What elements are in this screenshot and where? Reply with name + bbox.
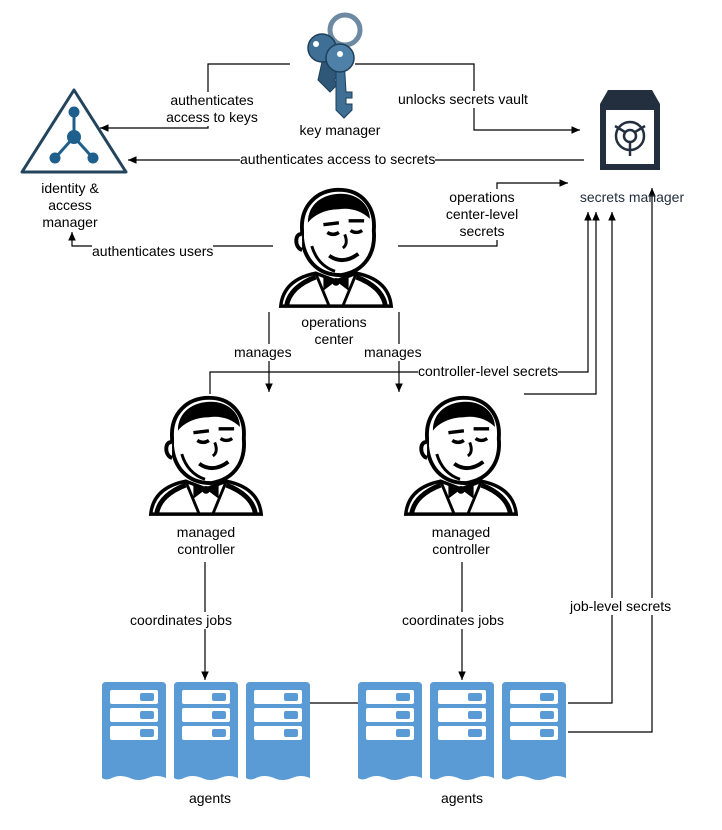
edge-job-secrets-1 xyxy=(568,212,616,704)
controller-left-icon xyxy=(151,398,261,514)
edge-controller-secrets-left xyxy=(209,212,592,394)
controller-right-icon xyxy=(406,398,516,514)
edge-job-secrets-2 xyxy=(568,188,656,733)
server-icon xyxy=(246,682,310,780)
identity-label: identity & access manager xyxy=(41,180,99,230)
edge-label-oc-secrets: operations center-level secrets xyxy=(430,189,534,240)
agents-left-label: agents xyxy=(188,790,232,806)
secrets-manager-label: secrets manager xyxy=(579,189,685,205)
controller-right-label: managed controller xyxy=(431,524,491,557)
key-icon xyxy=(307,12,363,119)
edge-controller-secrets-right xyxy=(524,212,600,395)
server-icon xyxy=(358,682,422,780)
edge-label-authenticates-secrets: authenticates access to secrets xyxy=(240,151,436,168)
edge-label-manages-left: manages xyxy=(234,344,292,361)
edge-label-controller-secrets: controller-level secrets xyxy=(418,363,559,380)
server-icon xyxy=(102,682,166,780)
server-icon xyxy=(502,682,566,780)
operations-center-label: operations center xyxy=(301,314,367,347)
server-icon xyxy=(430,682,494,780)
server-icon xyxy=(174,682,238,780)
edge-label-authenticates-users: authenticates users xyxy=(92,243,214,260)
edge-label-unlocks-vault: unlocks secrets vault xyxy=(398,91,528,108)
edge-label-job-secrets: job-level secrets xyxy=(570,598,672,615)
edge-label-authenticates-keys: authenticates access to keys xyxy=(156,92,268,126)
agents-right-label: agents xyxy=(440,790,484,806)
controller-left-label: managed controller xyxy=(176,524,236,557)
identity-triangle-icon xyxy=(20,88,128,174)
vault-icon xyxy=(600,90,660,170)
edge-label-manages-right: manages xyxy=(364,344,422,361)
edge-label-coordinates-right: coordinates jobs xyxy=(402,612,504,629)
operations-center-icon xyxy=(281,190,391,306)
key-manager-label: key manager xyxy=(299,122,381,138)
edge-label-coordinates-left: coordinates jobs xyxy=(130,612,232,629)
